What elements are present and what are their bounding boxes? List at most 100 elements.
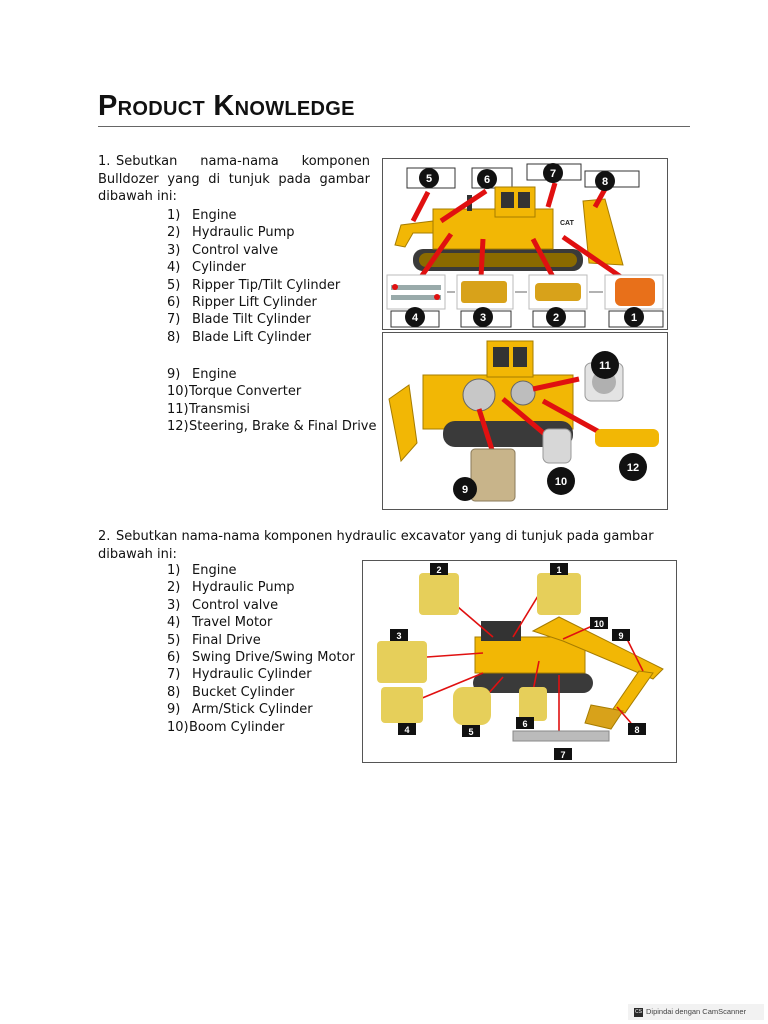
answer-item: 7) Hydraulic Cylinder xyxy=(167,666,355,683)
question-1-number: 1. xyxy=(98,154,111,169)
badge-4: 4 xyxy=(404,725,409,735)
badge-4-shape xyxy=(398,723,416,735)
cat-decal: CAT xyxy=(560,220,575,227)
answer-number: 11) xyxy=(167,401,189,417)
answer-number: 1) xyxy=(167,563,181,578)
answer-label: Cylinder xyxy=(192,260,246,276)
badge-5-shape xyxy=(419,168,439,188)
answer-number: 3) xyxy=(167,242,181,258)
answer-label: Swing Drive/Swing Motor xyxy=(192,649,355,665)
answer-number: 9) xyxy=(167,702,181,718)
badge-1-shape xyxy=(624,307,644,327)
camscanner-logo-icon: CS xyxy=(634,1007,643,1017)
badge-8-shape xyxy=(628,723,646,735)
badge-8-shape xyxy=(595,171,615,191)
answer-item: 11)Transmisi xyxy=(167,401,377,418)
answer-number: 4) xyxy=(167,260,181,276)
badge-3: 3 xyxy=(480,312,486,324)
excavator-body xyxy=(473,616,664,730)
answer-label: Transmisi xyxy=(189,401,251,417)
answer-item: 10)Torque Converter xyxy=(167,383,377,400)
question-2-text: Sebutkan nama-nama komponen hydraulic ex… xyxy=(98,529,654,562)
answer-label: Travel Motor xyxy=(192,615,273,631)
badge-2: 2 xyxy=(553,312,559,324)
badge-8: 8 xyxy=(634,725,639,735)
answer-label: Hydraulic Cylinder xyxy=(192,667,312,683)
badge-9-shape xyxy=(453,477,477,501)
answer-item: 5)Final Drive xyxy=(167,632,355,649)
badge-5: 5 xyxy=(426,173,432,185)
answer-item: 4) Travel Motor xyxy=(167,614,355,631)
answer-number: 2) xyxy=(167,225,181,241)
red-lines xyxy=(414,590,644,741)
answer-item: 3)Control valve xyxy=(167,597,355,614)
answer-label: Hydraulic Pump xyxy=(192,225,295,241)
answer-number: 8) xyxy=(167,684,181,700)
badge-10: 10 xyxy=(594,619,604,629)
answer-item: 2) Hydraulic Pump xyxy=(167,579,355,596)
answer-label: Engine xyxy=(192,367,237,382)
red-arrows xyxy=(410,182,623,280)
camscanner-text: Dipindai dengan CamScanner xyxy=(646,1007,747,1016)
answer-item: 8) Blade Lift Cylinder xyxy=(167,329,340,346)
answer-label: Hydraulic Pump xyxy=(192,580,295,596)
question-2-answer-list: 1)Engine 2)Hydraulic Pump 3)Control valv… xyxy=(167,562,355,736)
answer-label: Arm/Stick Cylinder xyxy=(192,702,313,718)
answer-item: 6) Swing Drive/Swing Motor xyxy=(167,649,355,666)
answer-number: 10) xyxy=(167,384,189,400)
answer-item: 9) Arm/Stick Cylinder xyxy=(167,701,355,718)
title-divider xyxy=(98,126,690,127)
badge-5-shape xyxy=(462,725,480,737)
badge-11-shape xyxy=(591,351,619,379)
answer-number: 7) xyxy=(167,667,181,683)
badge-3-shape xyxy=(390,629,408,641)
answer-number: 5) xyxy=(167,277,181,293)
badge-4-shape xyxy=(405,307,425,327)
answer-number: 1) xyxy=(167,208,181,223)
answer-number: 2) xyxy=(167,580,181,596)
answer-number: 6) xyxy=(167,649,181,665)
badge-1: 1 xyxy=(631,312,637,324)
badge-2: 2 xyxy=(436,565,441,575)
question-1-answer-list-a: 1)Engine 2)Hydraulic Pump 3)Control valv… xyxy=(167,207,340,346)
answer-label: Ripper Lift Cylinder xyxy=(192,294,317,310)
answer-item: 1)Engine xyxy=(167,207,340,224)
answer-number: 5) xyxy=(167,632,181,648)
components xyxy=(377,573,610,742)
badge-12-shape xyxy=(619,453,647,481)
badge-6: 6 xyxy=(522,719,527,729)
badge-7-shape xyxy=(554,748,572,760)
answer-item: 7)Blade Tilt Cylinder xyxy=(167,311,340,328)
answer-label: Boom Cylinder xyxy=(189,719,285,735)
answer-label: Ripper Tip/Tilt Cylinder xyxy=(192,277,341,293)
badge-6-shape xyxy=(477,169,497,189)
badge-9-shape xyxy=(612,629,630,641)
bulldozer-body: CAT xyxy=(394,186,624,271)
answer-number: 4) xyxy=(167,615,181,631)
badge-5: 5 xyxy=(468,727,473,737)
badge-11: 11 xyxy=(599,360,611,372)
badge-10: 10 xyxy=(555,476,567,488)
answer-item: 10)Boom Cylinder xyxy=(167,719,355,736)
question-1-answer-list-b: 9)Engine 10)Torque Converter 11)Transmis… xyxy=(167,366,377,436)
answer-label: Blade Lift Cylinder xyxy=(192,329,312,345)
badge-6: 6 xyxy=(484,174,490,186)
answer-label: Torque Converter xyxy=(189,384,302,400)
answer-item: 9)Engine xyxy=(167,366,377,383)
answer-label: Blade Tilt Cylinder xyxy=(192,312,311,328)
answer-number: 3) xyxy=(167,597,181,613)
badge-1: 1 xyxy=(556,565,561,575)
badge-7: 7 xyxy=(550,168,556,180)
badge-3: 3 xyxy=(396,631,401,641)
answer-label: Steering, Brake & Final Drive xyxy=(189,419,377,435)
components xyxy=(391,278,655,306)
answer-number: 8) xyxy=(167,329,181,345)
answer-item: 8)Bucket Cylinder xyxy=(167,684,355,701)
